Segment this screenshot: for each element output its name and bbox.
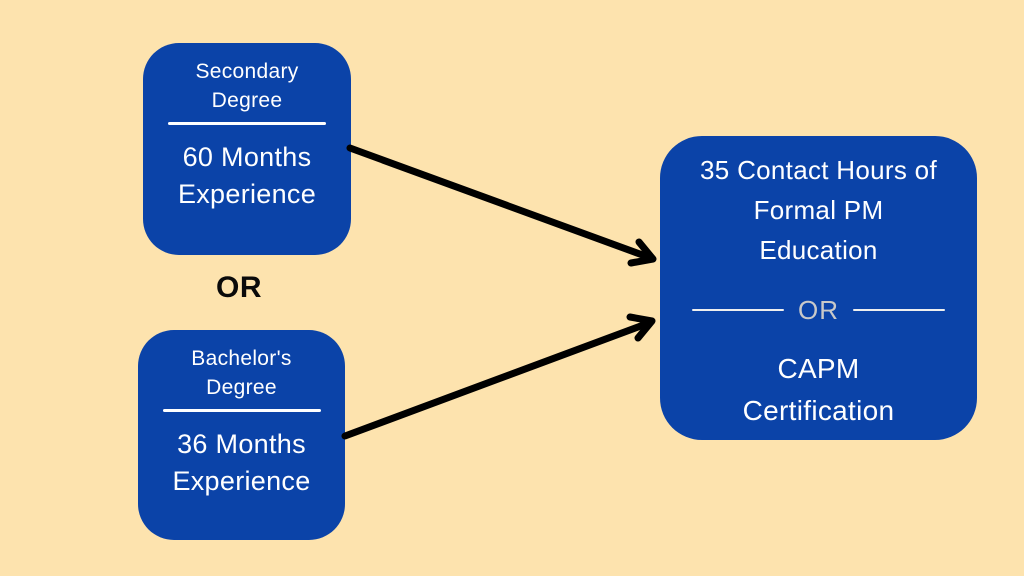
bachelors-degree-title-line2: Degree xyxy=(206,376,277,399)
bachelors-degree-body-line1: 36 Months xyxy=(177,428,306,459)
or-label: OR xyxy=(216,271,262,304)
arrow-bachelor-to-target-icon xyxy=(341,313,656,440)
secondary-degree-title-line2: Degree xyxy=(211,89,283,112)
arrow-secondary-to-target-icon xyxy=(346,144,657,267)
or-divider: OR xyxy=(660,296,977,324)
target-line3: Education xyxy=(759,235,878,265)
secondary-degree-title-line1: Secondary xyxy=(195,60,299,83)
target-line4: CAPM xyxy=(777,353,860,384)
target-line2: Formal PM xyxy=(753,195,884,225)
target-box: 35 Contact Hours of Formal PM Education … xyxy=(660,136,977,440)
secondary-degree-box: Secondary Degree 60 Months Experience xyxy=(143,43,351,255)
secondary-degree-body-line1: 60 Months xyxy=(182,141,312,172)
bachelors-degree-box: Bachelor's Degree 36 Months Experience xyxy=(138,330,345,540)
divider-line-right xyxy=(853,308,945,312)
title-underline xyxy=(162,409,321,412)
secondary-degree-body-line2: Experience xyxy=(177,178,317,209)
bachelors-degree-body-line2: Experience xyxy=(172,465,311,496)
target-line1: 35 Contact Hours of xyxy=(700,155,937,185)
divider-line-left xyxy=(692,308,784,312)
title-underline xyxy=(168,122,326,125)
target-line5: Certification xyxy=(742,395,895,426)
bachelors-degree-title-line1: Bachelor's xyxy=(191,347,292,370)
divider-or-label: OR xyxy=(798,295,839,325)
